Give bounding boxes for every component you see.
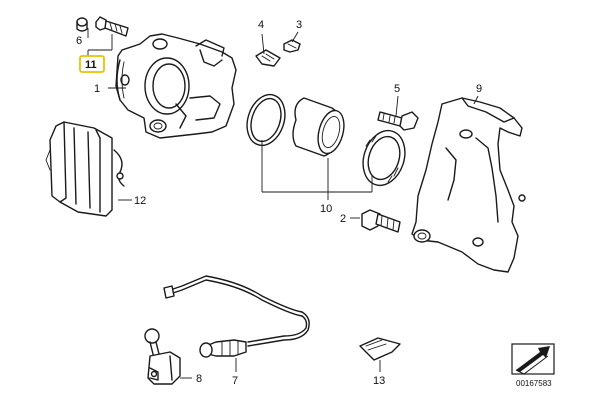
label-5: 5 [394,83,400,95]
part-6-cap[interactable] [76,17,88,32]
part-11-guide-pin[interactable] [95,16,129,37]
label-3: 3 [296,19,302,31]
part-12-brake-pads[interactable] [45,121,125,217]
label-11[interactable]: 11 [85,59,97,71]
label-1: 1 [94,83,100,95]
part-labels: 6 11 1 4 3 5 9 12 10 2 7 8 13 [76,19,482,387]
part-10-dust-boot[interactable] [356,125,411,191]
label-7: 7 [232,375,238,387]
part-10-piston[interactable] [292,97,348,157]
part-2-mounting-bolt[interactable] [361,209,401,233]
diagram-code: 00167583 [516,379,552,388]
label-12: 12 [134,195,146,207]
leader-lines [87,28,479,379]
label-13: 13 [373,375,385,387]
label-8: 8 [196,373,202,385]
part-5-guide-bolt[interactable] [377,111,419,131]
label-11-highlight-box [79,55,105,73]
part-3-dust-cap[interactable] [283,39,301,53]
label-9: 9 [476,83,482,95]
arrow-direction-icon[interactable] [511,343,555,375]
label-6: 6 [76,35,82,47]
label-2: 2 [340,213,346,225]
label-4: 4 [258,19,264,31]
part-1-caliper-housing[interactable] [115,33,237,139]
part-4-bleed-valve[interactable] [255,49,281,67]
label-10: 10 [320,203,332,215]
part-8-sensor-terminal[interactable] [144,328,181,385]
part-13-grease-packet[interactable] [359,337,401,361]
part-7-wear-sensor[interactable] [163,275,310,358]
part-9-caliper-carrier[interactable] [411,97,526,273]
part-10-seal-ring[interactable] [241,90,291,151]
